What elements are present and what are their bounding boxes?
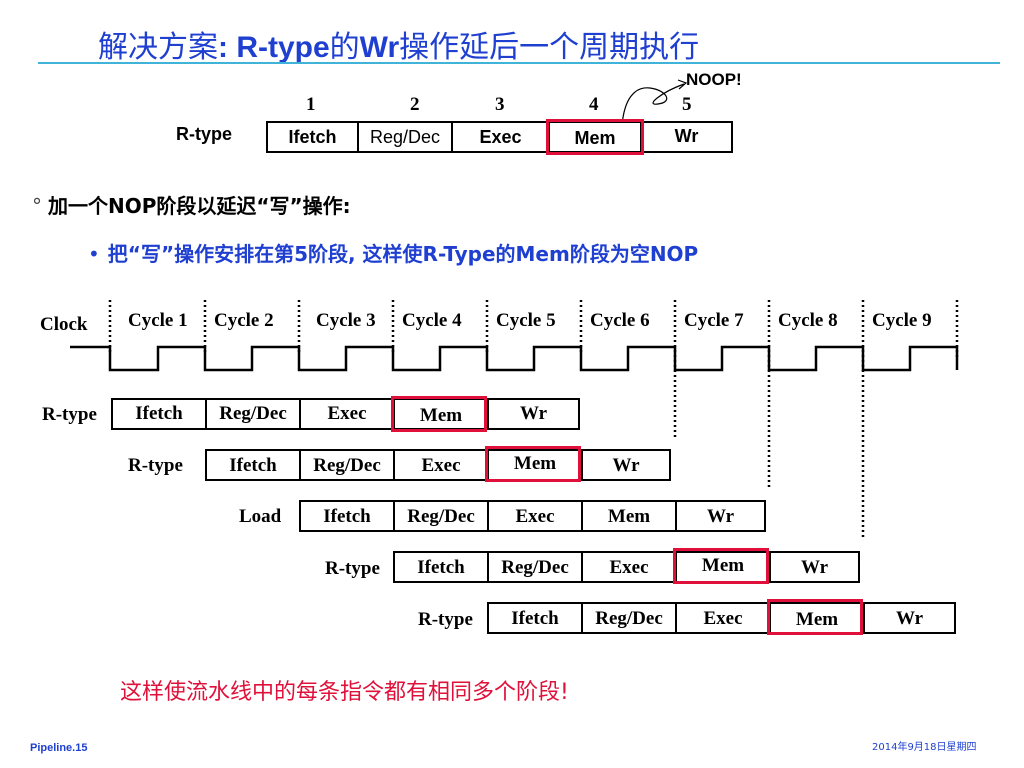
bullet-2: • 把“写”操作安排在第5阶段, 这样使R-Type的Mem阶段为空NOP <box>88 238 698 267</box>
row-2-label: R-type <box>128 455 183 476</box>
title-prefix: 解决方案 <box>98 30 218 65</box>
page-title: 解决方案: R-type的Wr操作延后一个周期执行 <box>98 22 699 66</box>
cycle-label-8: Cycle 8 <box>778 310 838 331</box>
row-4-exec: Exec <box>581 551 677 583</box>
row-2-ifetch: Ifetch <box>205 449 301 481</box>
row-4-mem-highlight <box>673 548 769 584</box>
bullet-1: °加一个NOP阶段以延迟“写”操作: <box>32 190 351 219</box>
row-1-label: R-type <box>42 404 97 425</box>
bullet-2-marker: • <box>88 242 100 266</box>
clock-label: Clock <box>40 314 88 335</box>
cycle-label-5: Cycle 5 <box>496 310 556 331</box>
top-stage-mem: Mem <box>548 121 642 153</box>
row-4-mem: Mem <box>675 551 771 583</box>
top-stage-ifetch: Ifetch <box>266 121 359 153</box>
top-stage-exec: Exec <box>451 121 550 153</box>
top-rtype-label: R-type <box>176 124 233 144</box>
row-2-exec: Exec <box>393 449 489 481</box>
row-1-mem: Mem <box>393 398 489 430</box>
row-3-label: Load <box>239 506 282 527</box>
top-number-1: 1 <box>306 94 316 115</box>
cycle-label-2: Cycle 2 <box>214 310 274 331</box>
row-5-label: R-type <box>418 609 473 630</box>
footer-date: 2014年9月18日星期四 <box>872 742 977 753</box>
row-5-exec: Exec <box>675 602 771 634</box>
row-5-ifetch: Ifetch <box>487 602 583 634</box>
row-1-wr: Wr <box>487 398 580 430</box>
row-1-regdec: Reg/Dec <box>205 398 301 430</box>
cycle-label-4: Cycle 4 <box>402 310 462 331</box>
clock-waveform <box>70 345 959 372</box>
row-5-mem-highlight <box>767 599 863 635</box>
cycle-label-3: Cycle 3 <box>316 310 376 331</box>
top-number-2: 2 <box>410 94 420 115</box>
bullet-2-text: 把“写”操作安排在第5阶段, 这样使R-Type的Mem阶段为空NOP <box>107 242 699 266</box>
row-4-wr: Wr <box>769 551 860 583</box>
title-colon: : <box>218 31 237 64</box>
top-number-3: 3 <box>495 94 505 115</box>
row-2-wr: Wr <box>581 449 671 481</box>
cycle-label-1: Cycle 1 <box>128 310 188 331</box>
top-number-5: 5 <box>682 94 692 115</box>
top-number-4: 4 <box>589 94 599 115</box>
timing-grid <box>70 300 959 540</box>
row-4-ifetch: Ifetch <box>393 551 489 583</box>
bullet-1-text: 加一个NOP阶段以延迟“写”操作: <box>48 194 351 218</box>
row-3-exec: Exec <box>487 500 583 532</box>
row-1-ifetch: Ifetch <box>111 398 207 430</box>
noop-arrow <box>621 79 688 127</box>
top-mem-highlight <box>546 119 644 155</box>
row-3-regdec: Reg/Dec <box>393 500 489 532</box>
row-2-regdec: Reg/Dec <box>299 449 395 481</box>
title-rest: 操作延后一个周期执行 <box>399 30 700 65</box>
title-wr: Wr <box>359 31 400 64</box>
row-4-label: R-type <box>325 558 380 579</box>
footer-slide-id: Pipeline.15 <box>30 742 88 754</box>
row-5-regdec: Reg/Dec <box>581 602 677 634</box>
row-4-regdec: Reg/Dec <box>487 551 583 583</box>
row-3-wr: Wr <box>675 500 766 532</box>
row-5-wr: Wr <box>863 602 956 634</box>
row-3-mem: Mem <box>581 500 677 532</box>
cycle-label-9: Cycle 9 <box>872 310 932 331</box>
row-2-mem-highlight <box>485 446 581 482</box>
cycle-label-7: Cycle 7 <box>684 310 744 331</box>
row-1-exec: Exec <box>299 398 395 430</box>
conclusion-text: 这样使流水线中的每条指令都有相同多个阶段! <box>120 680 569 705</box>
bullet-1-marker: ° <box>32 194 42 218</box>
noop-label: NOOP! <box>686 70 742 89</box>
title-divider <box>38 62 1000 64</box>
title-rtype: R-type <box>236 31 330 64</box>
cycle-label-6: Cycle 6 <box>590 310 650 331</box>
row-3-ifetch: Ifetch <box>299 500 395 532</box>
title-de: 的 <box>329 30 360 65</box>
top-stage-regdec: Reg/Dec <box>357 121 453 153</box>
row-2-mem: Mem <box>487 449 583 481</box>
row-1-mem-highlight <box>391 396 487 432</box>
top-stage-wr: Wr <box>640 121 733 153</box>
